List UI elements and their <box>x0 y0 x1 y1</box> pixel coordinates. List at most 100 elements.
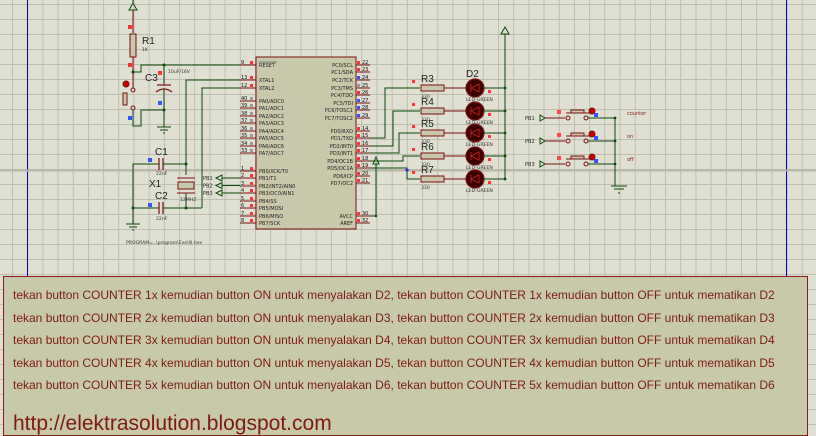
led-bank[interactable]: R3330D2LED-GREENR4330LED-GREENR5330LED-G… <box>370 25 510 194</box>
c2-ref: C2 <box>155 191 168 202</box>
led-d3-icon[interactable] <box>465 101 485 121</box>
pin-marker <box>250 84 253 87</box>
pin-marker <box>357 76 360 79</box>
net-label: PB2 <box>203 184 213 190</box>
pin-marker <box>250 197 253 200</box>
resistor-r3[interactable] <box>420 84 445 92</box>
switch-actuator-icon[interactable] <box>588 107 596 115</box>
pin-name: PA1/ADC1 <box>259 106 284 112</box>
crystal-x1[interactable] <box>177 181 195 190</box>
resistor-r4[interactable] <box>420 107 445 115</box>
instructions-textbox[interactable]: tekan button COUNTER 1x kemudian button … <box>3 276 808 436</box>
mcu-body[interactable] <box>255 56 357 230</box>
pin-name: XTAL2 <box>259 86 274 92</box>
pin-marker <box>128 116 132 120</box>
pin-name: PC5/TDI <box>333 101 353 107</box>
resistor-ref: R3 <box>421 74 434 85</box>
pin-marker <box>488 181 491 184</box>
c3-value: 10uF/16V <box>168 69 191 75</box>
switch-contact <box>130 105 136 111</box>
junction <box>503 109 507 113</box>
pin-marker <box>250 182 253 185</box>
pin-number: 26 <box>362 90 368 96</box>
pin-number: 25 <box>362 83 368 89</box>
wire-xtal2 <box>201 87 256 208</box>
resistor-r7[interactable] <box>420 175 445 183</box>
junction <box>162 63 166 67</box>
power-terminal-icon <box>500 25 510 35</box>
pin-name: PB6/MISO <box>259 214 283 220</box>
switch-actuator-icon[interactable] <box>588 130 596 138</box>
led-d4-icon[interactable] <box>465 123 485 143</box>
junction <box>613 139 617 143</box>
resistor-r1[interactable] <box>129 33 137 58</box>
crystal-circuit[interactable]: C1 22nF X1 12MHZ C2 22nF PROGRAM=..\prog… <box>126 147 203 246</box>
blog-url[interactable]: http://elektrasolution.blogspot.com <box>13 411 332 435</box>
led-d2-icon[interactable] <box>465 78 485 98</box>
pin-name: PB1/T1 <box>259 176 277 182</box>
reset-button[interactable] <box>122 92 128 106</box>
pin-name: PD6/ICP <box>333 174 353 180</box>
junction <box>503 154 507 158</box>
resistor-r5[interactable] <box>420 129 445 137</box>
reset-circuit[interactable]: R1 1K C3 10uF/16V <box>122 0 256 208</box>
pin-number: 8 <box>241 218 244 224</box>
switch-actuator-icon[interactable] <box>588 153 596 161</box>
resistor-r6[interactable] <box>420 152 445 160</box>
switch-actuator-icon[interactable] <box>122 80 130 88</box>
led-d5-icon[interactable] <box>465 146 485 166</box>
resistor-ref: R5 <box>421 119 434 130</box>
pin-marker <box>357 219 360 222</box>
led-d6-icon[interactable] <box>465 169 485 189</box>
